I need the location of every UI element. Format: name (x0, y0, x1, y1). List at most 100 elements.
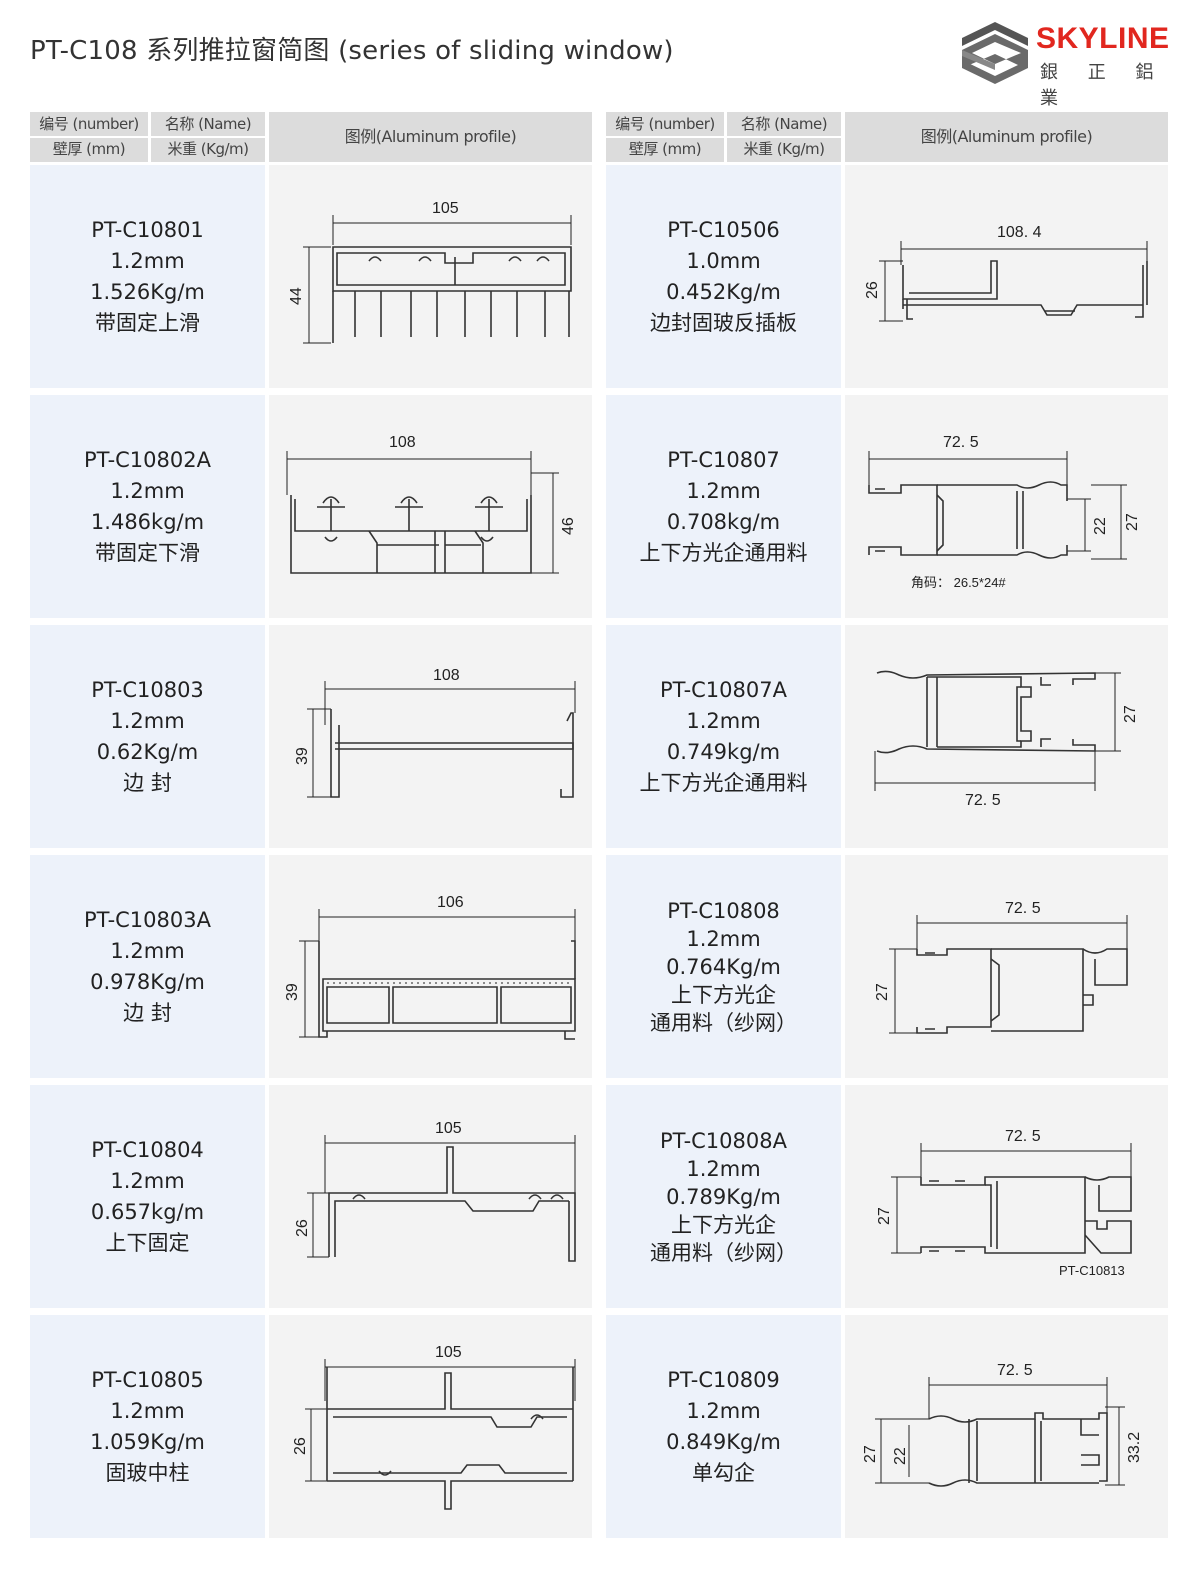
table-row: PT-C10808A 1.2mm 0.789Kg/m 上下方光企 通用料（纱网）… (606, 1085, 1168, 1308)
dim-width: 72. 5 (965, 792, 1001, 809)
profile-thickness: 1.0mm (686, 248, 761, 273)
profile-info: PT-C10803A 1.2mm 0.978Kg/m 边 封 (30, 855, 265, 1078)
profile-weight: 0.657kg/m (90, 1199, 205, 1224)
dim-inner: 22 (1092, 517, 1109, 535)
profile-name: 上下固定 (105, 1230, 190, 1255)
table-row: PT-C10804 1.2mm 0.657kg/m 上下固定 105 26 (30, 1085, 592, 1308)
profile-drawing: 106 39 (269, 855, 592, 1078)
profile-name: 带固定上滑 (95, 310, 200, 335)
profile-code: PT-C10506 (667, 217, 780, 242)
profile-name: 上下方光企 (671, 982, 776, 1007)
header-figure: 图例(Aluminum profile) (920, 127, 1093, 146)
dim-height: 27 (876, 1207, 893, 1225)
dim-height: 27 (874, 983, 891, 1001)
table-row: PT-C10803 1.2mm 0.62Kg/m 边 封 108 39 (30, 625, 592, 848)
profile-name-line2: 通用料（纱网） (650, 1010, 797, 1035)
profile-weight: 0.749kg/m (666, 739, 781, 764)
dim-width: 108. 4 (997, 224, 1042, 241)
profile-thickness: 1.2mm (686, 1398, 761, 1423)
header-weight: 米重 (Kg/m) (743, 140, 826, 158)
header-figure: 图例(Aluminum profile) (344, 127, 517, 146)
brand-name: SKYLINE (1036, 22, 1170, 55)
table-row: PT-C10803A 1.2mm 0.978Kg/m 边 封 106 39 (30, 855, 592, 1078)
profile-info: PT-C10801 1.2mm 1.526Kg/m 带固定上滑 (30, 165, 265, 388)
dim-width: 105 (432, 200, 459, 217)
profile-thickness: 1.2mm (110, 248, 185, 273)
profile-thickness: 1.2mm (686, 1156, 761, 1181)
profile-name: 上下方光企通用料 (639, 770, 808, 795)
dim-height: 27 (862, 1445, 879, 1463)
dim-height: 26 (294, 1219, 311, 1237)
header-name: 名称 (Name) (151, 112, 265, 138)
left-table: 编号 (number) 壁厚 (mm) 名称 (Name) 米重 (Kg/m) … (30, 112, 592, 1538)
table-row: PT-C10809 1.2mm 0.849Kg/m 单勾企 72. 5 27 2… (606, 1315, 1168, 1538)
profile-name: 边 封 (123, 770, 172, 795)
profile-drawing: 105 44 (269, 165, 592, 388)
profile-name-line2: 通用料（纱网） (650, 1240, 797, 1265)
profile-code: PT-C10807 (667, 447, 780, 472)
profile-code: PT-C10802A (84, 447, 211, 472)
profile-thickness: 1.2mm (110, 1398, 185, 1423)
profile-drawing: 72. 5 27 (845, 855, 1168, 1078)
table-row: PT-C10802A 1.2mm 1.486kg/m 带固定下滑 108 46 (30, 395, 592, 618)
profile-weight: 1.059Kg/m (90, 1429, 205, 1454)
profile-name: 边封固玻反插板 (650, 310, 797, 335)
dim-inner: 22 (892, 1447, 909, 1465)
profile-drawing: 108 39 (269, 625, 592, 848)
dim-width: 72. 5 (1005, 900, 1041, 917)
profile-drawing: 105 26 (269, 1315, 592, 1538)
skyline-logo-icon (962, 22, 1028, 84)
profile-info: PT-C10808A 1.2mm 0.789Kg/m 上下方光企 通用料（纱网） (606, 1085, 841, 1308)
dim-width: 106 (437, 894, 464, 911)
header-number: 编号 (number) (606, 112, 724, 138)
profile-thickness: 1.2mm (110, 1168, 185, 1193)
profile-thickness: 1.2mm (110, 938, 185, 963)
profile-info: PT-C10809 1.2mm 0.849Kg/m 单勾企 (606, 1315, 841, 1538)
profile-thickness: 1.2mm (110, 708, 185, 733)
dim-width: 108 (433, 667, 460, 684)
profile-thickness: 1.2mm (686, 708, 761, 733)
brand-name-cn: 銀 正 鋁 業 (1040, 62, 1166, 109)
profile-weight: 0.452Kg/m (666, 279, 781, 304)
dim-width: 72. 5 (943, 434, 979, 451)
left-table-header: 编号 (number) 壁厚 (mm) 名称 (Name) 米重 (Kg/m) … (30, 112, 592, 162)
table-row: PT-C10807 1.2mm 0.708kg/m 上下方光企通用料 72. 5… (606, 395, 1168, 618)
profile-name: 固玻中柱 (105, 1460, 190, 1485)
profile-code: PT-C10809 (667, 1367, 780, 1392)
profile-weight: 0.62Kg/m (96, 739, 199, 764)
profile-name: 上下方光企通用料 (639, 540, 808, 565)
corner-code-note: 角码： 26.5*24# (911, 575, 1006, 590)
profile-weight: 0.978Kg/m (90, 969, 205, 994)
profile-drawing: 72. 5 27 PT-C10813 (845, 1085, 1168, 1308)
profile-weight: 1.486kg/m (90, 509, 205, 534)
dim-height: 26 (292, 1437, 309, 1455)
dim-width: 105 (435, 1344, 462, 1361)
profile-drawing: 108 46 (269, 395, 592, 618)
right-table: 编号 (number) 壁厚 (mm) 名称 (Name) 米重 (Kg/m) … (606, 112, 1168, 1538)
header-weight: 米重 (Kg/m) (167, 140, 250, 158)
profile-name: 单勾企 (692, 1460, 755, 1485)
header-thickness: 壁厚 (mm) (628, 140, 702, 158)
table-row: PT-C10805 1.2mm 1.059Kg/m 固玻中柱 105 26 (30, 1315, 592, 1538)
profile-info: PT-C10805 1.2mm 1.059Kg/m 固玻中柱 (30, 1315, 265, 1538)
profile-drawing: 105 26 (269, 1085, 592, 1308)
table-row: PT-C10807A 1.2mm 0.749kg/m 上下方光企通用料 72. … (606, 625, 1168, 848)
dim-width: 72. 5 (997, 1362, 1033, 1379)
related-profile-note: PT-C10813 (1059, 1263, 1125, 1278)
dim-width: 72. 5 (1005, 1128, 1041, 1145)
profile-info: PT-C10802A 1.2mm 1.486kg/m 带固定下滑 (30, 395, 265, 618)
profile-code: PT-C10808A (660, 1128, 787, 1153)
profile-code: PT-C10804 (91, 1137, 204, 1162)
profile-info: PT-C10506 1.0mm 0.452Kg/m 边封固玻反插板 (606, 165, 841, 388)
profile-weight: 0.708kg/m (666, 509, 781, 534)
profile-thickness: 1.2mm (686, 926, 761, 951)
header-name: 名称 (Name) (727, 112, 841, 138)
profile-code: PT-C10803 (91, 677, 204, 702)
dim-height: 39 (294, 747, 311, 765)
profile-weight: 0.849Kg/m (666, 1429, 781, 1454)
dim-height: 26 (864, 281, 881, 299)
profile-thickness: 1.2mm (686, 478, 761, 503)
profile-drawing: 108. 4 26 (845, 165, 1168, 388)
profile-name: 带固定下滑 (95, 540, 200, 565)
profile-weight: 1.526Kg/m (90, 279, 205, 304)
